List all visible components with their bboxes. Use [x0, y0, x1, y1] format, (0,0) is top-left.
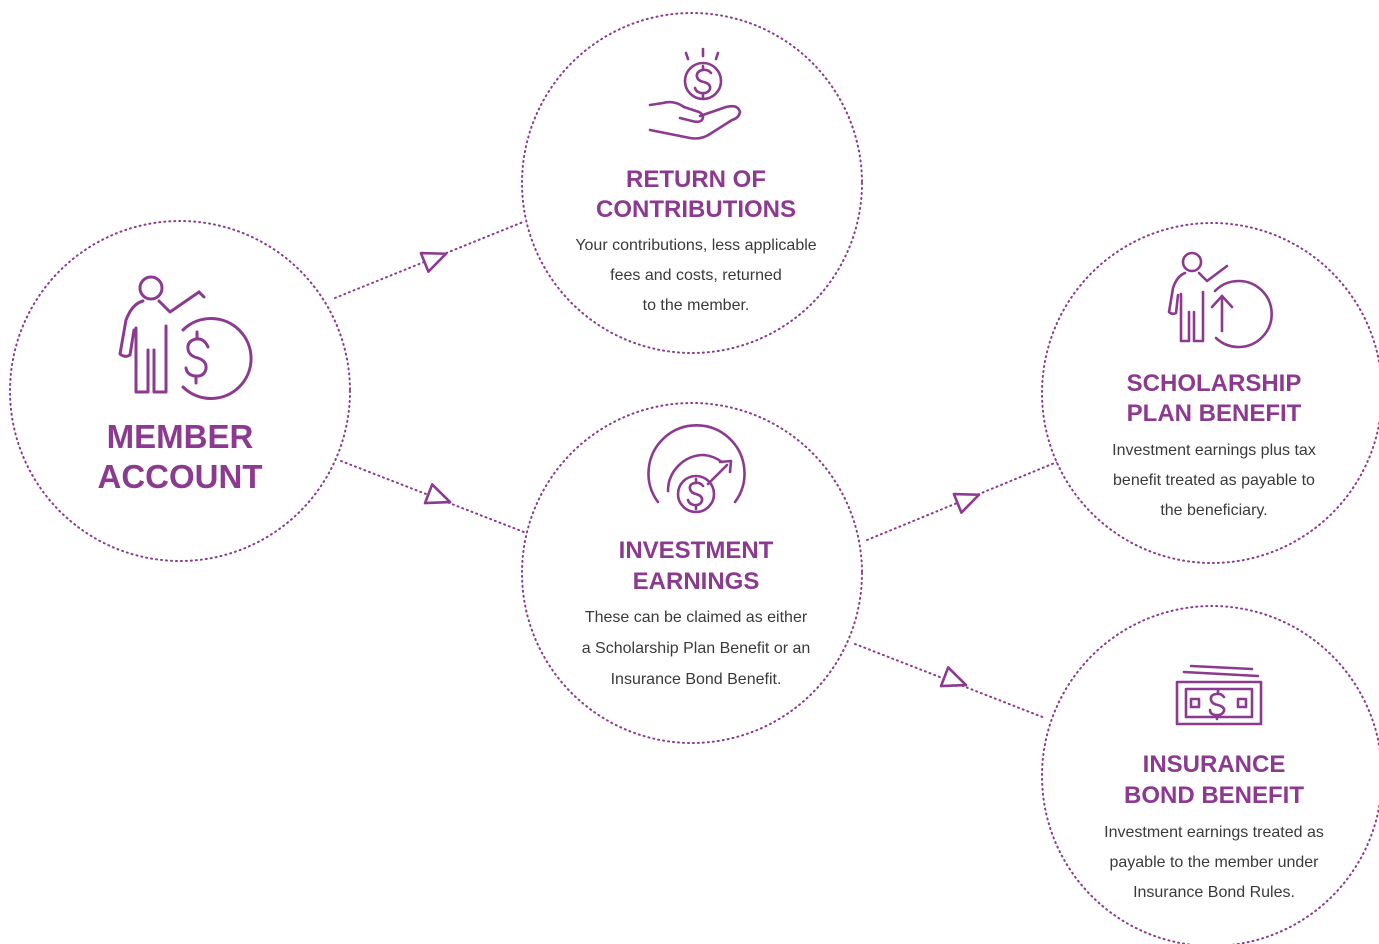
scholarship-title-line2: PLAN BENEFIT [1127, 400, 1302, 427]
person-presenting-growth-icon [1167, 251, 1273, 349]
dollar-gauge-icon [647, 424, 746, 514]
insurance-desc-line1: Investment earnings treated as [1104, 824, 1324, 841]
earnings-desc-line1: These can be claimed as either [585, 609, 808, 626]
node-insurance-bond-benefit: INSURANCE BOND BENEFIT Investment earnin… [1104, 664, 1324, 901]
return-title-line1: RETURN OF [626, 166, 766, 193]
arrowhead-to-return [419, 251, 448, 273]
arrowhead-to-earnings [423, 483, 452, 505]
node-return-of-contributions: RETURN OF CONTRIBUTIONS Your contributio… [575, 47, 817, 314]
node-member-account: MEMBER ACCOUNT [98, 275, 263, 495]
banknote-stack-icon [1175, 664, 1263, 726]
node-scholarship-plan-benefit: SCHOLARSHIP PLAN BENEFIT Investment earn… [1112, 251, 1316, 519]
insurance-desc-line2: payable to the member under [1109, 854, 1319, 871]
earnings-desc-line3: Insurance Bond Benefit. [611, 671, 782, 688]
insurance-title-line1: INSURANCE [1143, 751, 1286, 778]
return-desc-line2: fees and costs, returned [610, 267, 782, 284]
hand-holding-coin-icon [648, 47, 742, 140]
circle-investment-earnings [521, 402, 863, 744]
connector-earnings-to-scholarship [866, 461, 1058, 541]
return-title-line2: CONTRIBUTIONS [596, 196, 796, 223]
earnings-desc-line2: a Scholarship Plan Benefit or an [582, 640, 811, 657]
earnings-title-line2: EARNINGS [633, 568, 760, 595]
scholarship-desc-line1: Investment earnings plus tax [1112, 442, 1316, 459]
arrowhead-to-scholarship [952, 492, 981, 514]
scholarship-title-line1: SCHOLARSHIP [1127, 370, 1302, 397]
node-circles [9, 12, 1379, 944]
return-desc-line3: to the member. [643, 297, 750, 314]
person-presenting-dollar-icon [118, 275, 253, 400]
circle-scholarship-plan-benefit [1041, 222, 1379, 564]
node-investment-earnings: INVESTMENT EARNINGS These can be claimed… [582, 424, 811, 688]
earnings-title-line1: INVESTMENT [619, 537, 774, 564]
circle-member-account [9, 220, 351, 562]
member-account-title-line1: MEMBER [107, 418, 254, 455]
member-account-title-line2: ACCOUNT [98, 458, 263, 495]
circle-return-of-contributions [521, 12, 863, 354]
circle-insurance-bond-benefit [1041, 605, 1379, 944]
insurance-desc-line3: Insurance Bond Rules. [1133, 884, 1295, 901]
scholarship-desc-line2: benefit treated as payable to [1113, 472, 1315, 489]
arrowheads [419, 251, 981, 688]
arrowhead-to-insurance [939, 666, 968, 688]
insurance-title-line2: BOND BENEFIT [1124, 782, 1304, 809]
return-desc-line1: Your contributions, less applicable [575, 237, 816, 254]
scholarship-desc-line3: the beneficiary. [1160, 502, 1267, 519]
